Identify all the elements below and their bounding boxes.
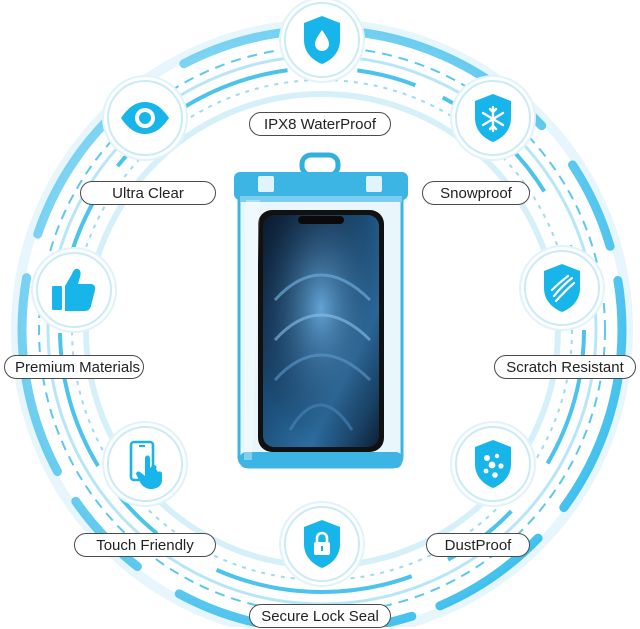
shield-snowflake-icon xyxy=(455,80,531,156)
feature-label-waterproof: IPX8 WaterProof xyxy=(249,112,391,136)
shield-water-drop-icon xyxy=(284,2,360,78)
shield-lock-icon xyxy=(284,506,360,582)
feature-label-scratch-resistant: Scratch Resistant xyxy=(494,355,636,379)
feature-label-premium-materials: Premium Materials xyxy=(4,355,144,379)
feature-label-touch-friendly: Touch Friendly xyxy=(74,533,216,557)
feature-label-dustproof: DustProof xyxy=(426,533,530,557)
feature-label-snowproof: Snowproof xyxy=(422,181,530,205)
thumbs-up-icon xyxy=(36,252,112,328)
shield-scratch-icon xyxy=(524,250,600,326)
shield-dust-icon xyxy=(455,426,531,502)
eye-icon xyxy=(107,80,183,156)
feature-label-ultra-clear: Ultra Clear xyxy=(80,181,216,205)
phone-touch-icon xyxy=(107,426,183,502)
feature-label-secure-lock: Secure Lock Seal xyxy=(249,604,391,628)
